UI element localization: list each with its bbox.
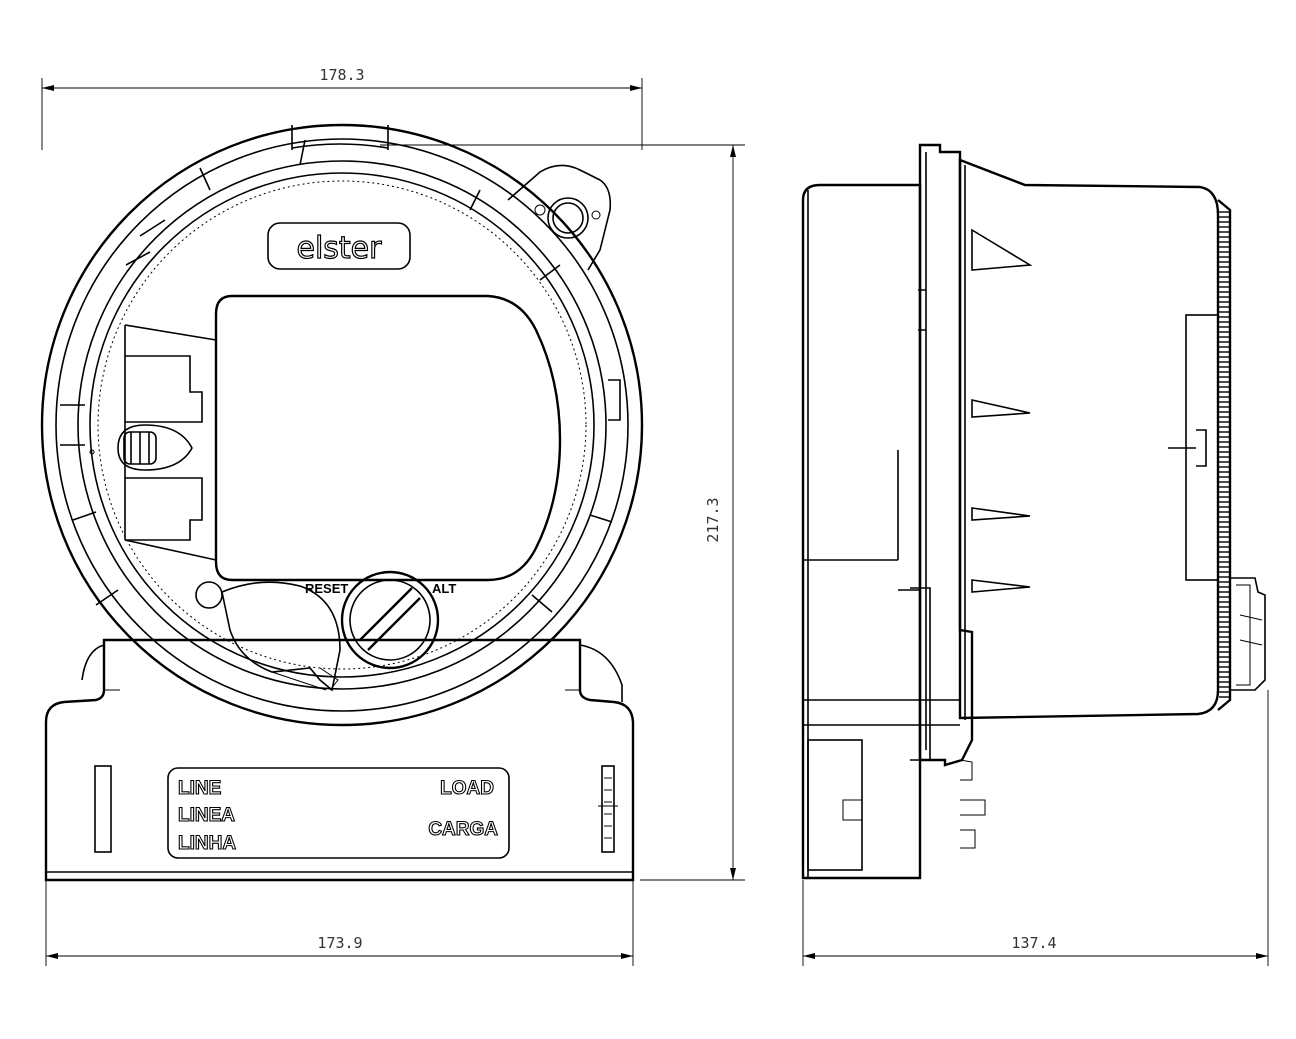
label-carga: CARGA	[428, 819, 498, 840]
brand-text: elster	[297, 231, 383, 266]
dimension-depth: 137.4	[802, 690, 1269, 966]
base-right-shoulder	[579, 644, 623, 702]
bezel-knurling	[1219, 211, 1229, 698]
base-slot-left	[94, 765, 112, 853]
dimension-top: 178.3	[41, 66, 643, 150]
dimension-height-label: 217.3	[704, 497, 722, 542]
outer-rim	[40, 123, 644, 727]
seal-hole	[547, 197, 589, 239]
cover-window	[89, 172, 595, 678]
front-view: LINE LINEA LINHA LOAD CARGA	[40, 123, 644, 882]
display-window	[214, 294, 562, 582]
optical-port-lower	[125, 477, 203, 541]
side-terminal-block	[807, 739, 863, 871]
label-linha: LINHA	[178, 833, 236, 854]
label-load: LOAD	[440, 778, 494, 799]
terminal-label-plate	[167, 767, 510, 859]
cover-fins	[964, 165, 1033, 720]
reset-label: RESET	[305, 581, 348, 596]
label-linea: LINEA	[178, 805, 235, 826]
cover-ridge	[97, 180, 587, 670]
alt-button-slot	[359, 587, 421, 651]
dimension-height: 217.3	[380, 144, 745, 881]
dimension-depth-label: 137.4	[1011, 934, 1056, 952]
seal-tab	[507, 164, 612, 271]
optical-port-upper	[125, 355, 203, 423]
alt-button	[340, 570, 440, 670]
brand-badge	[267, 222, 411, 270]
rim-notches	[60, 125, 621, 613]
rim-inner-edge	[55, 138, 629, 712]
cover-body	[958, 158, 1220, 720]
base-left-shoulder	[81, 644, 105, 681]
side-view	[801, 143, 1266, 880]
cover-ring	[77, 160, 607, 690]
dimension-bottom-label: 173.9	[317, 934, 362, 952]
dimension-top-label: 178.3	[319, 66, 364, 84]
meter-base	[44, 638, 635, 882]
left-housing-edge	[124, 324, 217, 561]
reset-pivot	[195, 581, 223, 609]
dimension-bottom: 173.9	[45, 880, 634, 966]
base-slot-right	[601, 765, 615, 853]
reset-cover-flap	[221, 581, 341, 692]
mounting-flange	[918, 143, 974, 767]
latch	[117, 424, 193, 471]
side-connector	[1230, 577, 1266, 691]
alt-label: ALT	[432, 581, 456, 596]
side-base-body	[801, 183, 922, 880]
bezel-edge	[1217, 199, 1232, 711]
label-line: LINE	[178, 778, 221, 799]
